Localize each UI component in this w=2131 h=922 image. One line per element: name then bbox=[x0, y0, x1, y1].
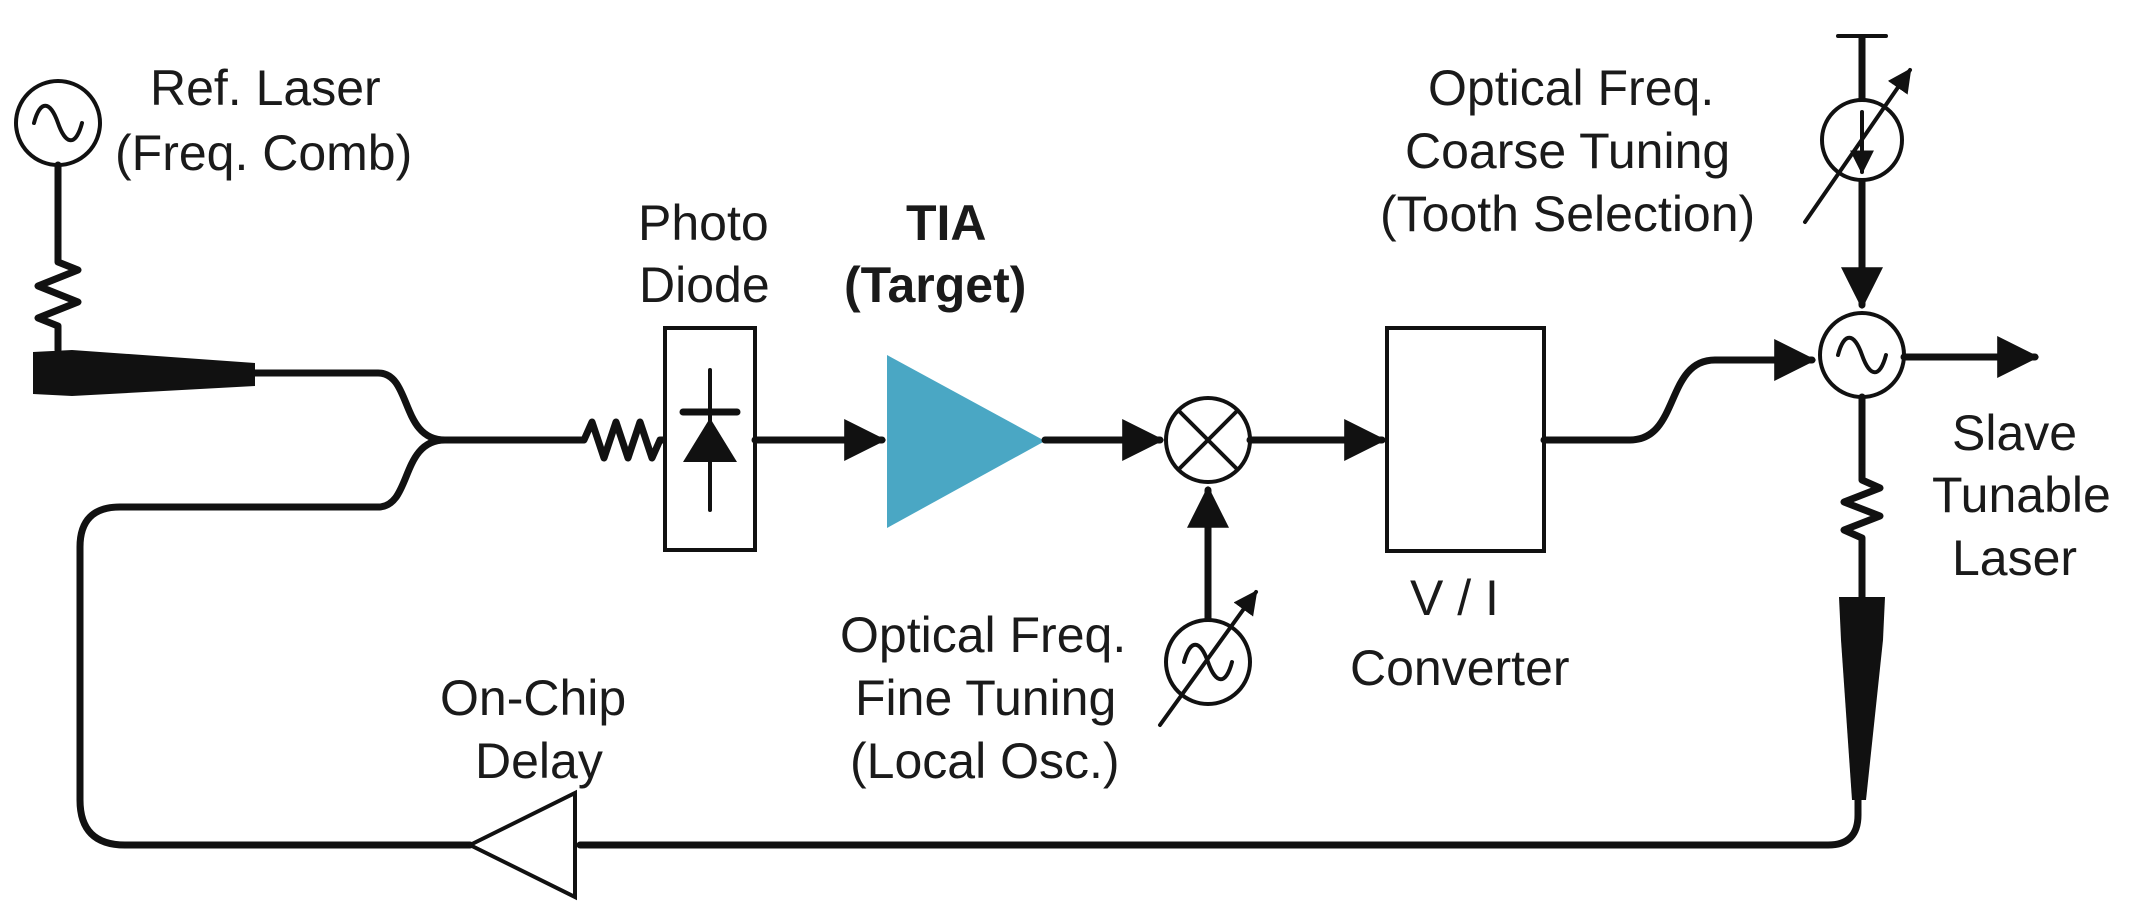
slave-laser-label-3: Laser bbox=[1952, 530, 2077, 586]
fine-tuning-label-1: Optical Freq. bbox=[840, 607, 1126, 663]
tia-label-2: (Target) bbox=[844, 257, 1026, 313]
tia-label-1: TIA bbox=[906, 195, 987, 251]
vi-converter-block bbox=[1385, 326, 1546, 553]
tia-amplifier bbox=[887, 355, 1045, 528]
delay-label-1: On-Chip bbox=[440, 670, 626, 726]
diode-input-resistor-icon bbox=[576, 418, 669, 462]
mixer bbox=[1164, 396, 1252, 484]
photo-diode-block bbox=[663, 326, 757, 552]
slave-laser-label-2: Tunable bbox=[1932, 467, 2111, 523]
sine-wave-icon bbox=[32, 103, 84, 143]
ref-laser-label-1: Ref. Laser bbox=[150, 60, 381, 116]
coarse-tuning-label-1: Optical Freq. bbox=[1428, 60, 1714, 116]
return-fiber-line bbox=[576, 796, 1862, 849]
vi-to-slave-wire bbox=[1540, 339, 1817, 444]
ref-laser-source bbox=[14, 79, 102, 354]
coarse-tuning-label-2: Coarse Tuning bbox=[1405, 123, 1730, 179]
ref-laser-label-2: (Freq. Comb) bbox=[115, 125, 412, 181]
sine-wave-icon bbox=[1836, 335, 1888, 375]
mixer-cross-icon bbox=[1177, 409, 1239, 471]
slave-fiber-probe bbox=[1839, 597, 1885, 800]
photo-diode-label-1: Photo bbox=[638, 195, 769, 251]
slave-resistor-icon bbox=[1840, 464, 1884, 552]
delay-label-2: Delay bbox=[475, 733, 603, 789]
vi-converter-label-2: Converter bbox=[1350, 640, 1570, 696]
tuning-arrow-icon bbox=[1803, 68, 1912, 224]
coarse-current-source bbox=[1803, 68, 1912, 224]
local-oscillator bbox=[1158, 590, 1258, 727]
vi-converter-label-1: V / I bbox=[1410, 570, 1499, 626]
on-chip-delay-buffer bbox=[465, 789, 577, 901]
coupler-lower-branch bbox=[76, 436, 474, 849]
coarse-tuning-label-3: (Tooth Selection) bbox=[1380, 186, 1755, 242]
sine-wave-icon bbox=[1182, 642, 1234, 682]
fine-tuning-label-3: (Local Osc.) bbox=[850, 733, 1120, 789]
slave-laser-label-1: Slave bbox=[1952, 405, 2077, 461]
tuning-arrow-icon bbox=[1158, 590, 1258, 727]
diode-icon bbox=[679, 368, 741, 512]
fine-tuning-label-2: Fine Tuning bbox=[855, 670, 1116, 726]
ref-fiber-line bbox=[251, 369, 584, 444]
ref-fiber-probe bbox=[33, 350, 255, 396]
slave-laser-source bbox=[1818, 311, 1906, 399]
photo-diode-label-2: Diode bbox=[639, 257, 770, 313]
resistor-icon bbox=[34, 236, 82, 354]
